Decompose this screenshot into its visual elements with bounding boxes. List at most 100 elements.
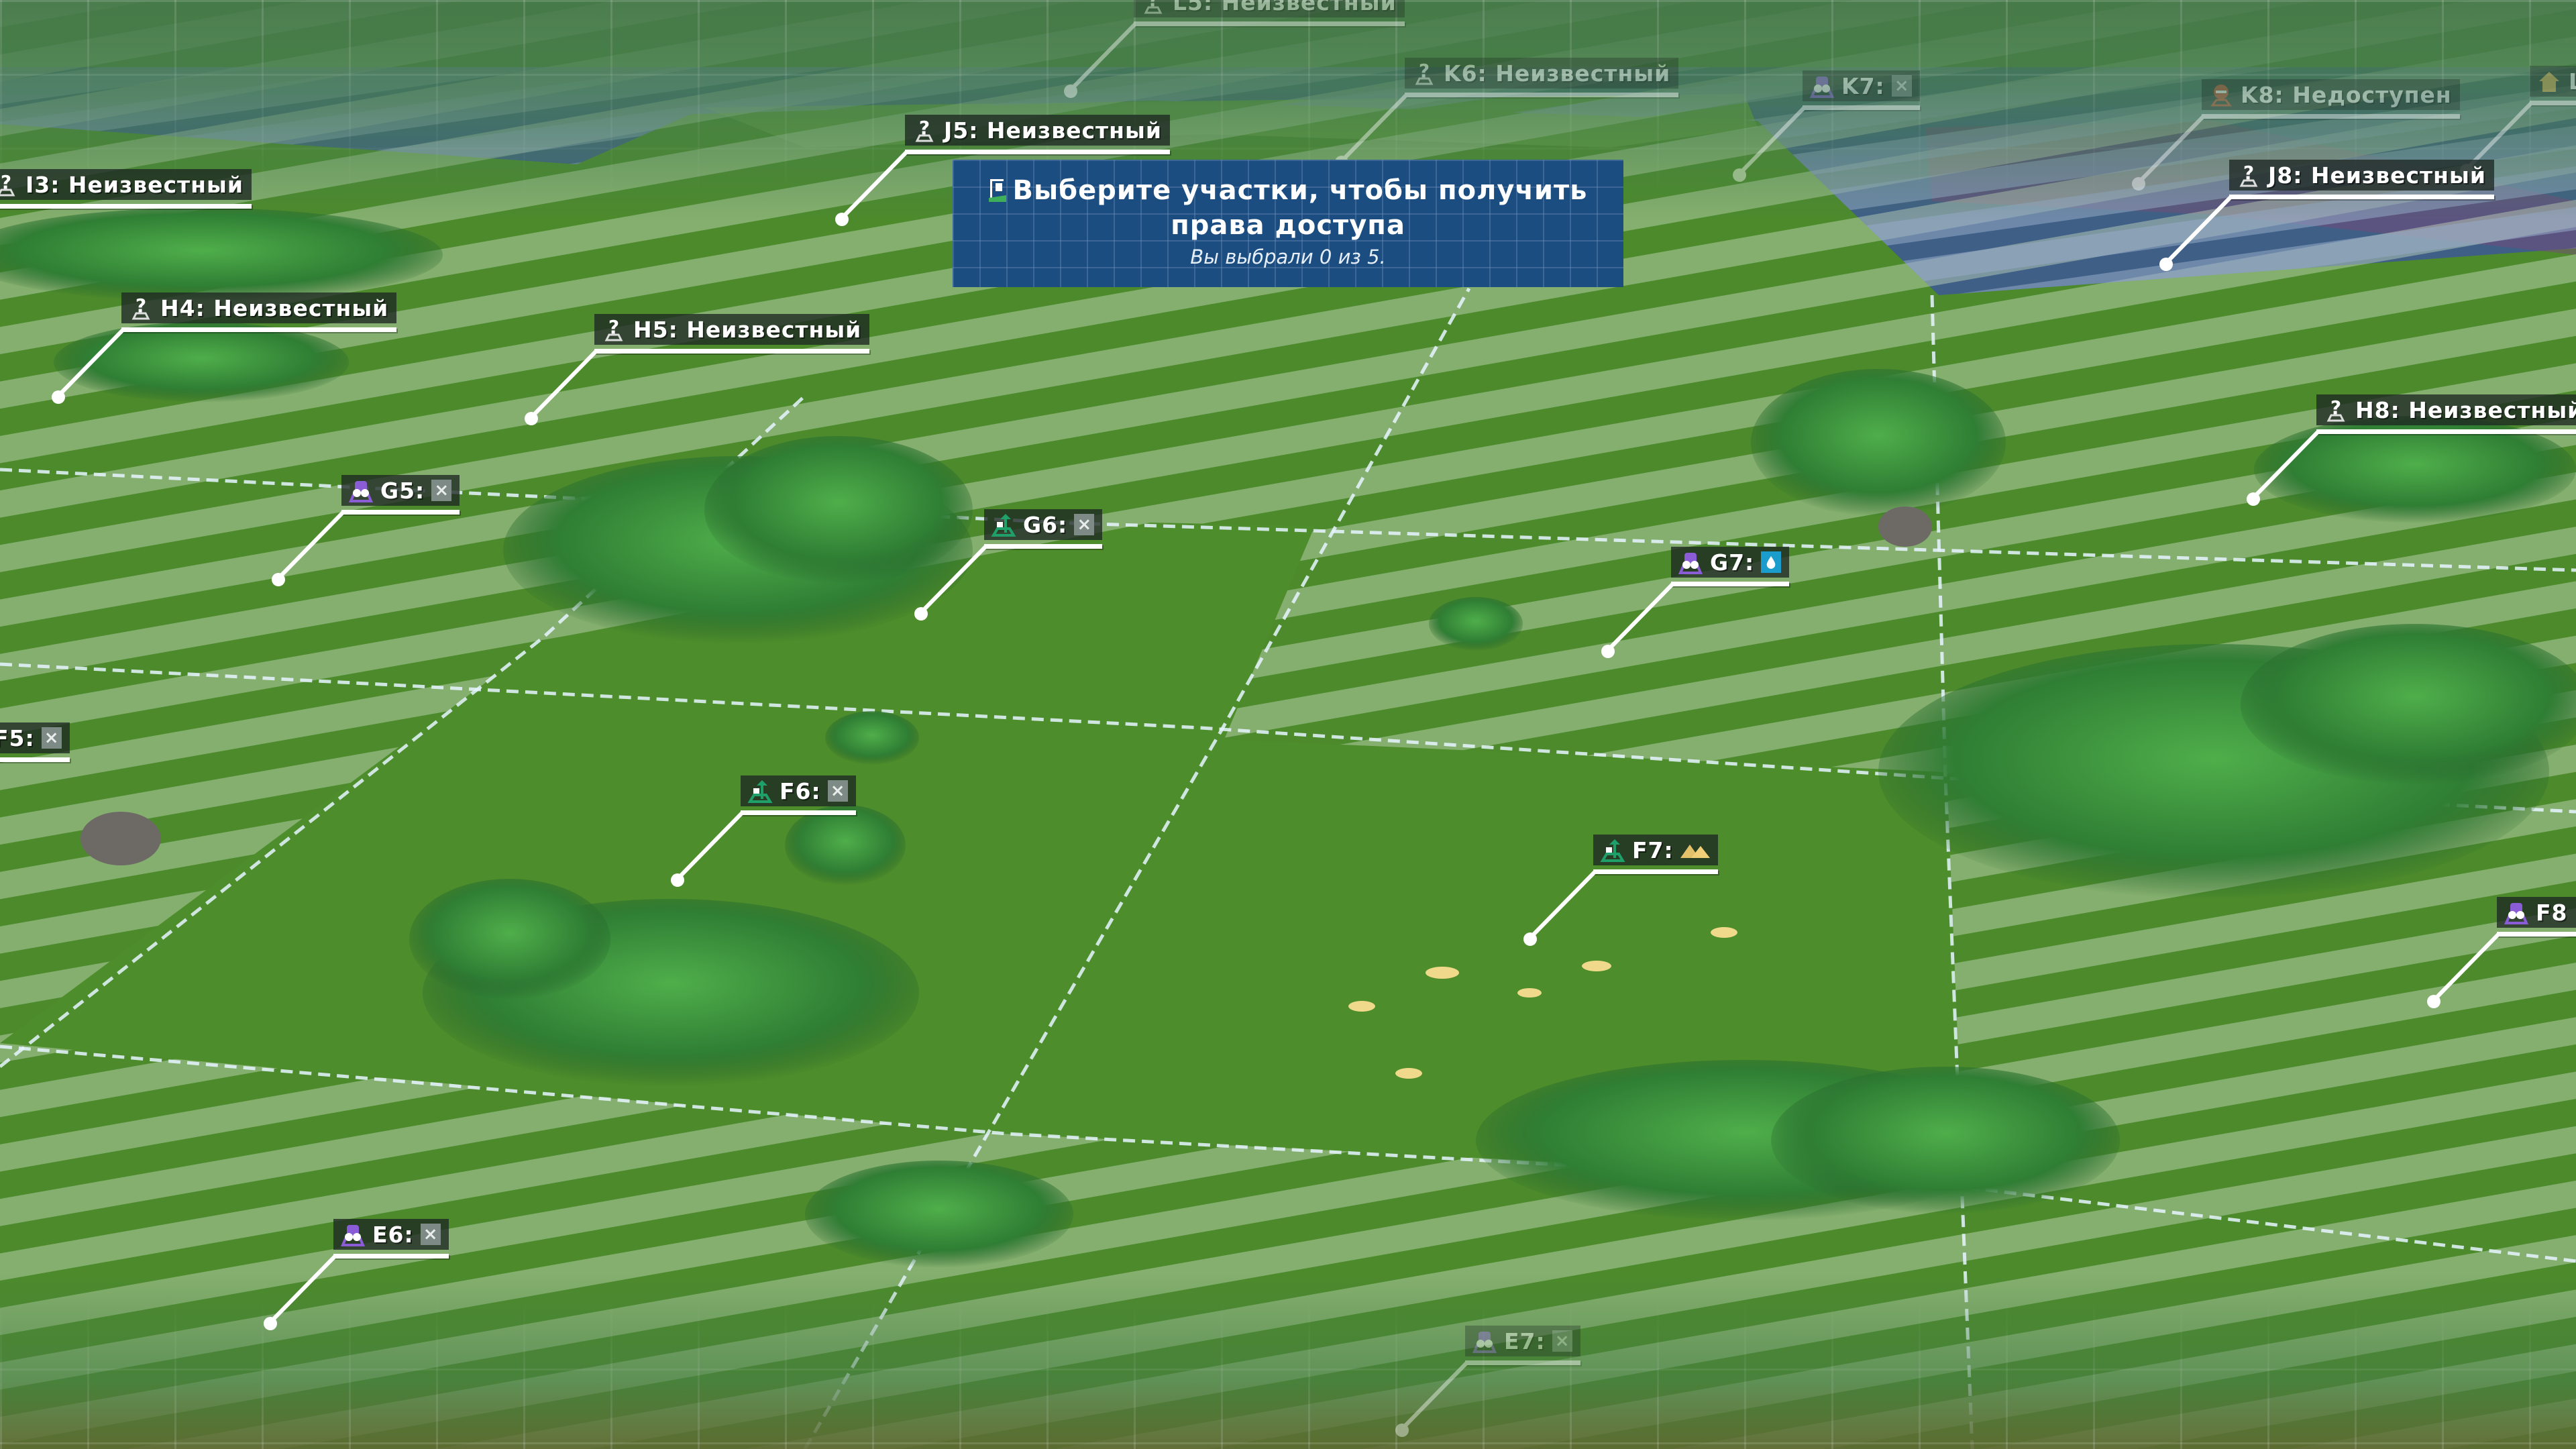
binoculars-icon <box>1472 1329 1497 1353</box>
close-icon: × <box>420 1224 441 1245</box>
mountain-icon <box>1680 839 1710 861</box>
plot-pin[interactable] <box>1064 85 1077 98</box>
unknown-icon: ? <box>1140 0 1166 14</box>
label-underline <box>741 810 856 815</box>
plot-pin[interactable] <box>2427 995 2440 1008</box>
plot-label: H4: Неизвестный <box>160 294 389 321</box>
plot-label: F5: <box>0 724 35 751</box>
plot-label-box[interactable]: L8 <box>2530 66 2576 97</box>
label-underline <box>984 544 1103 549</box>
plot-pin[interactable] <box>1523 932 1537 946</box>
label-underline <box>2497 932 2576 936</box>
plot-pin[interactable] <box>272 573 285 586</box>
label-underline <box>1803 105 1920 110</box>
plot-marker-h4[interactable]: ? H4: Неизвестный <box>52 292 397 404</box>
plot-label-box[interactable]: F6:× <box>741 775 856 806</box>
plot-label-box[interactable]: ?J8: Неизвестный <box>2229 160 2494 191</box>
plot-marker-g6[interactable]: G6:× <box>914 509 1103 621</box>
plot-label-box[interactable]: G6:× <box>984 509 1103 540</box>
leader-line <box>1607 582 1675 651</box>
plot-marker-i3[interactable]: ?I3: Неизвестный <box>0 169 252 209</box>
plot-pin[interactable] <box>835 213 849 226</box>
plot-label: F7: <box>1632 837 1674 863</box>
plot-marker-k8[interactable]: K8: Недоступен <box>2132 79 2460 191</box>
plot-marker-e7[interactable]: E7:× <box>1395 1326 1580 1437</box>
leader-line <box>278 510 345 579</box>
leader-line <box>1401 1360 1469 1430</box>
plot-label-box[interactable]: F5: × <box>0 722 70 753</box>
plot-marker-f8[interactable]: F8 <box>2427 897 2576 1008</box>
plot-label: K8: Недоступен <box>2241 81 2452 108</box>
selection-instruction-banner: Выберите участки, чтобы получить права д… <box>953 160 1623 287</box>
plot-label-box[interactable]: G5:× <box>341 475 460 506</box>
plot-pin[interactable] <box>914 607 928 621</box>
plot-label-box[interactable]: ?K6: Неизвестный <box>1405 58 1679 89</box>
sign-icon <box>991 513 1016 537</box>
plot-marker-g5[interactable]: G5:× <box>272 475 460 586</box>
tree-clusters <box>0 208 2576 1268</box>
plot-pin[interactable] <box>525 412 538 425</box>
plot-label-box[interactable]: ?J5: Неизвестный <box>905 115 1170 146</box>
plot-marker-l8[interactable]: L8 <box>2460 66 2576 177</box>
unknown-icon: ? <box>128 294 154 320</box>
plot-pin[interactable] <box>264 1317 277 1330</box>
label-underline <box>2202 114 2460 119</box>
leader-line <box>58 327 125 396</box>
plot-label: L5: Неизвестный <box>1173 0 1397 15</box>
plot-label-box[interactable]: ? H4: Неизвестный <box>121 292 397 323</box>
label-underline <box>2530 101 2576 105</box>
plot-marker-f6[interactable]: F6:× <box>671 775 856 887</box>
unknown-icon: ? <box>601 316 627 341</box>
plot-pin[interactable] <box>2159 258 2173 271</box>
plot-pin[interactable] <box>1395 1424 1409 1437</box>
rocks <box>80 506 1932 865</box>
plot-marker-h8[interactable]: ?H8: Неизвестный <box>2247 394 2576 506</box>
plot-label-box[interactable]: ?H8: Неизвестный <box>2316 394 2576 425</box>
plot-label-box[interactable]: ?H5: Неизвестный <box>594 314 870 345</box>
plot-marker-k7[interactable]: K7:× <box>1733 70 1920 182</box>
plot-label-box[interactable]: G7: <box>1671 547 1790 578</box>
plot-label-box[interactable]: E6:× <box>333 1219 449 1250</box>
svg-text:?: ? <box>1148 0 1159 11</box>
svg-text:?: ? <box>919 118 930 139</box>
plot-pin[interactable] <box>1733 168 1746 182</box>
plot-marker-f5[interactable]: F5: × <box>0 722 70 762</box>
leader-line <box>1739 105 1807 174</box>
plot-marker-h5[interactable]: ?H5: Неизвестный <box>525 314 870 425</box>
plot-pin[interactable] <box>1601 645 1615 658</box>
plot-pin[interactable] <box>2132 177 2145 191</box>
plot-label-box[interactable]: F7: <box>1593 835 1718 865</box>
plot-pin[interactable] <box>52 390 65 404</box>
plot-label-box[interactable]: K7:× <box>1803 70 1920 101</box>
plot-label-box[interactable]: ?I3: Неизвестный <box>0 169 252 200</box>
close-icon: × <box>41 727 62 749</box>
plot-label-box[interactable]: ? L5: Неизвестный <box>1134 0 1405 17</box>
plot-marker-j5[interactable]: ?J5: Неизвестный <box>835 115 1170 226</box>
plot-label: L8 <box>2569 68 2576 95</box>
plot-marker-g7[interactable]: G7: <box>1601 547 1790 658</box>
plot-label-box[interactable]: F8 <box>2497 897 2576 928</box>
leader-line <box>2433 932 2501 1001</box>
label-underline <box>1134 21 1405 26</box>
plot-label: K7: <box>1841 72 1885 99</box>
banner-subtitle: Вы выбрали 0 из 5. <box>1190 246 1386 268</box>
label-underline <box>1465 1360 1580 1365</box>
plot-label-box[interactable]: E7:× <box>1465 1326 1580 1356</box>
banner-title: Выберите участки, чтобы получить права д… <box>1012 175 1588 241</box>
binoculars-icon <box>1809 74 1835 98</box>
plot-marker-f7[interactable]: F7: <box>1523 835 1718 946</box>
plot-pin[interactable] <box>2247 492 2260 506</box>
binoculars-icon <box>2504 900 2529 924</box>
plot-marker-e6[interactable]: E6:× <box>264 1219 449 1330</box>
plot-label-box[interactable]: K8: Недоступен <box>2202 79 2460 110</box>
plot-pin[interactable] <box>671 873 684 887</box>
svg-text:?: ? <box>136 296 146 317</box>
leader-line <box>2253 429 2320 498</box>
leader-line <box>2138 114 2206 183</box>
plot-label: G7: <box>1710 549 1755 576</box>
close-icon: × <box>827 780 848 802</box>
plot-marker-j8[interactable]: ?J8: Неизвестный <box>2159 160 2494 271</box>
plot-marker-l5[interactable]: ? L5: Неизвестный <box>1064 0 1405 98</box>
label-underline <box>0 757 70 762</box>
plot-marker-k6[interactable]: ?K6: Неизвестный <box>1335 58 1679 169</box>
